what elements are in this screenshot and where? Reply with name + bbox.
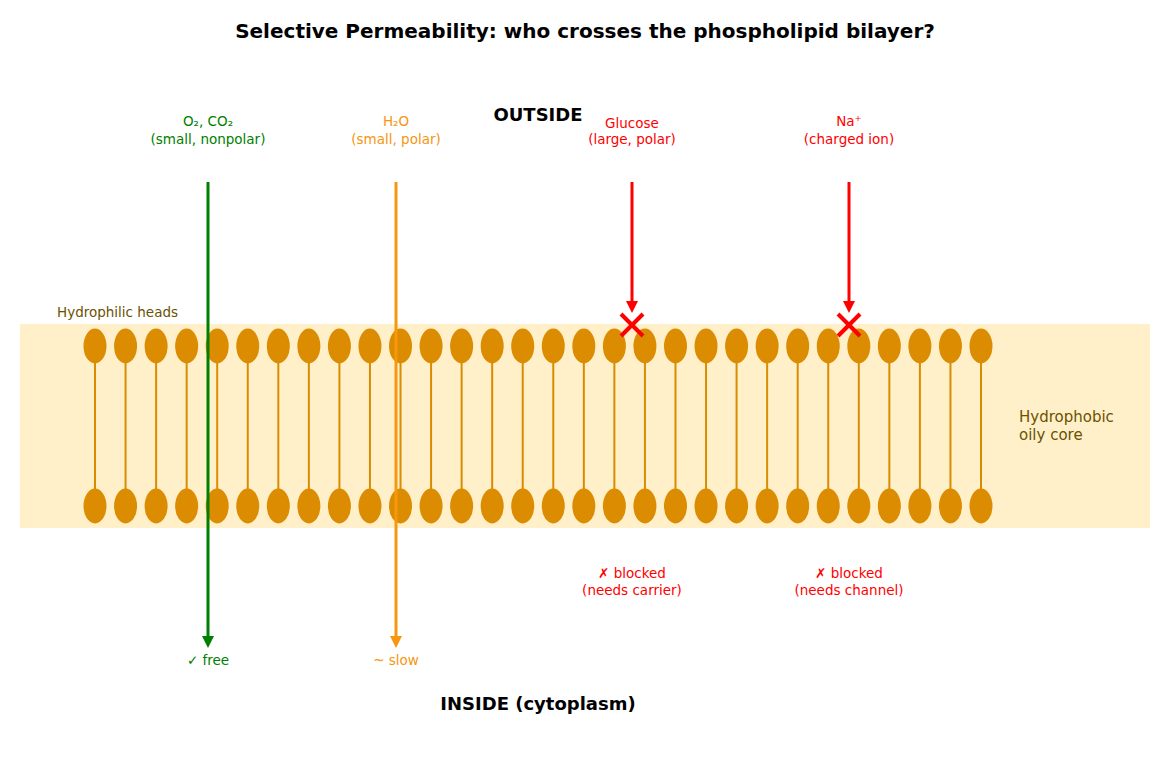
phospholipid-row	[84, 329, 993, 524]
region-label: OUTSIDE	[493, 104, 582, 126]
status-note: (needs channel)	[794, 582, 903, 598]
block-cross	[838, 314, 860, 336]
status-label: ✓ free	[187, 652, 229, 668]
status-label: ✗ blocked	[598, 565, 666, 581]
diagram-title: Selective Permeability: who crosses the …	[235, 19, 935, 43]
water-arrow	[390, 182, 402, 648]
o2-arrow	[202, 182, 214, 648]
molecule-property: (large, polar)	[588, 131, 676, 147]
status-note: (needs carrier)	[582, 582, 682, 598]
region-label: INSIDE (cytoplasm)	[440, 693, 635, 715]
region-heading: Hydrophilic heads	[57, 304, 178, 320]
bilayer-band	[20, 324, 1150, 528]
molecule-property: (small, nonpolar)	[151, 131, 266, 147]
region-label: Hydrophobic oily core	[1019, 408, 1131, 444]
status-label: ~ slow	[373, 652, 419, 668]
sodium-arrow	[843, 182, 855, 313]
molecule-name: H₂O	[383, 113, 409, 129]
glucose-arrow	[626, 182, 638, 313]
molecule-name: Na⁺	[836, 113, 862, 129]
status-label: ✗ blocked	[815, 565, 883, 581]
molecule-property: (charged ion)	[804, 131, 894, 147]
molecule-name: Glucose	[605, 115, 659, 131]
block-cross	[621, 314, 643, 336]
bilayer-region: Hydrophilic headsHydrophobic oily core	[20, 324, 1150, 528]
molecule-property: (small, polar)	[351, 131, 440, 147]
molecule-name: O₂, CO₂	[183, 113, 233, 129]
